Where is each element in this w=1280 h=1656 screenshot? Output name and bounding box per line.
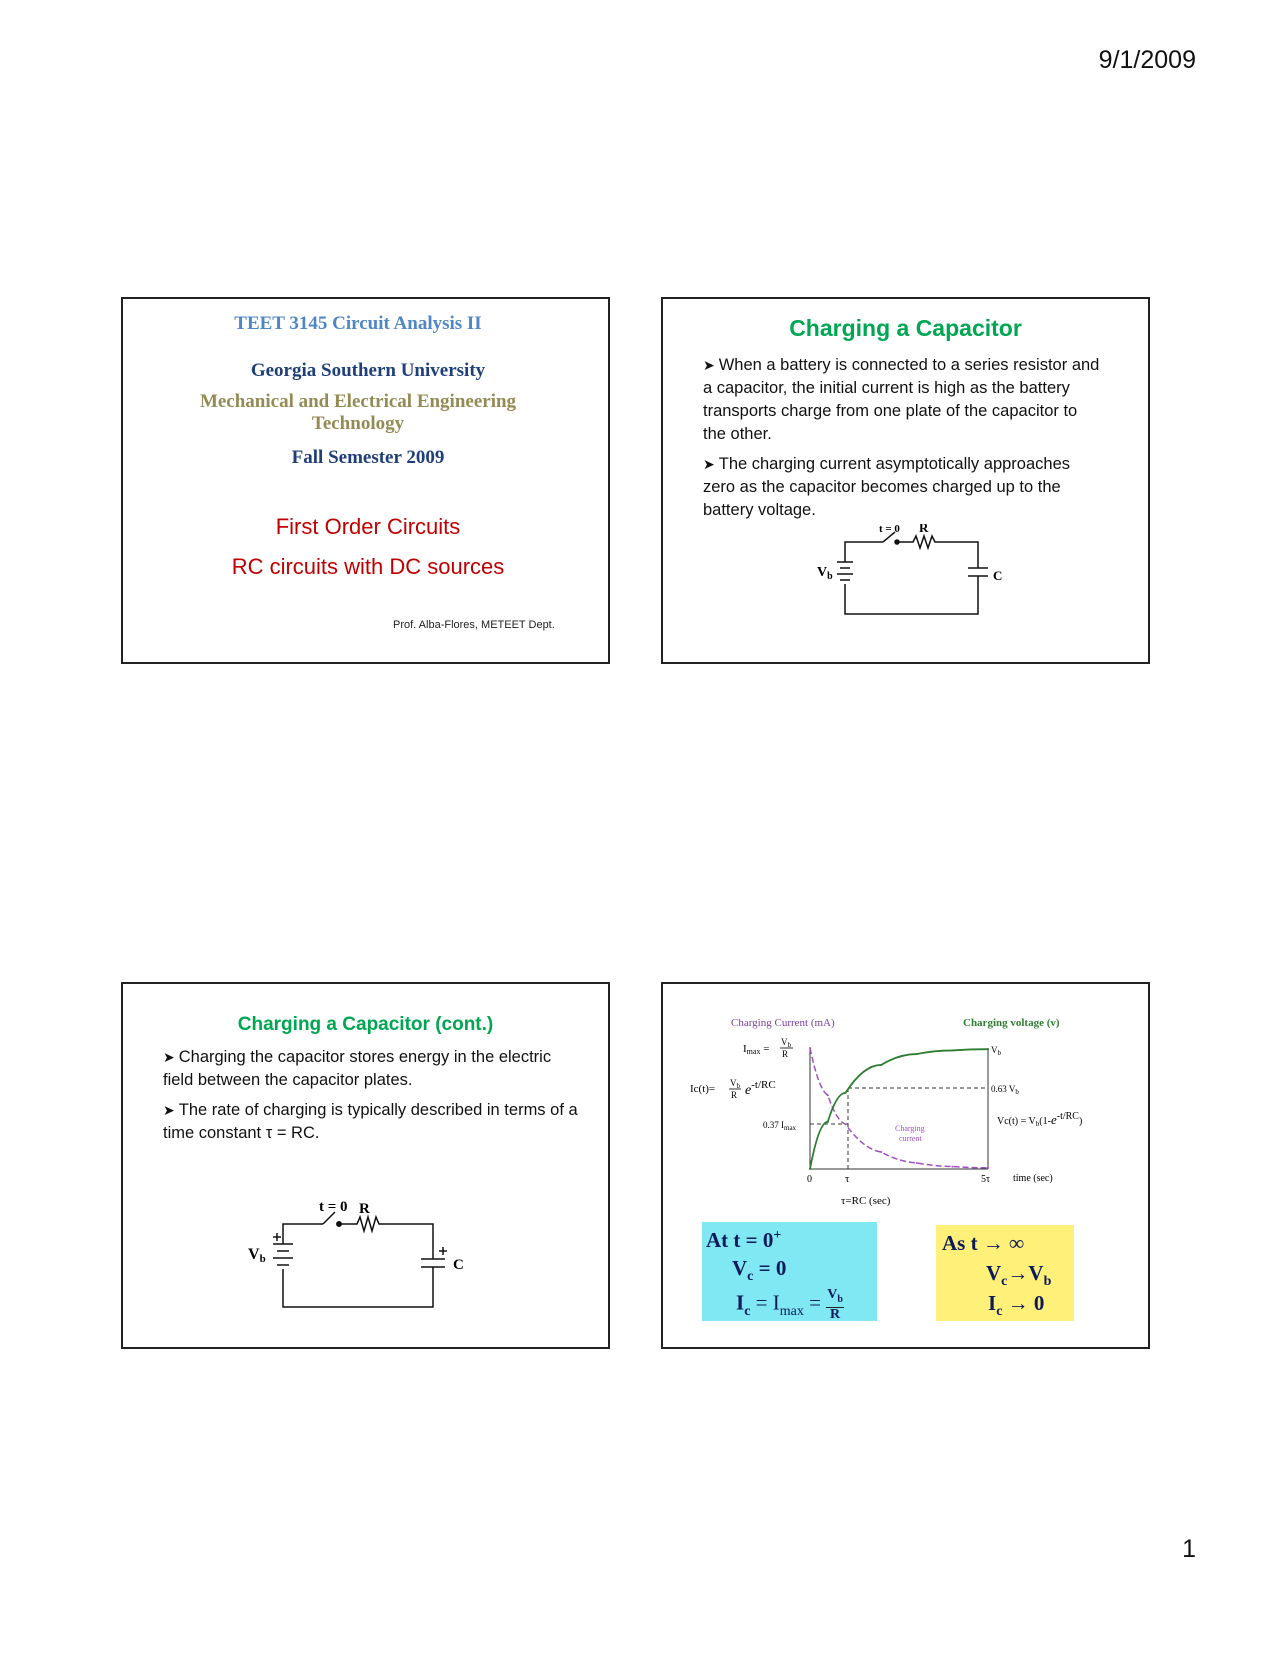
vc-label: Vc(t) = Vb(1-e-t/RC): [997, 1111, 1082, 1128]
x-axis-label: time (sec): [1013, 1173, 1053, 1184]
switch-label: t = 0: [879, 524, 900, 535]
rc-circuit-diagram: t = 0 R C Vb: [817, 524, 1002, 615]
slide-title: Charging a Capacitor: [789, 315, 1022, 341]
imax-frac-den: R: [782, 1049, 788, 1059]
voltage-point-4: [915, 1053, 918, 1056]
slide-charging-graphs: Charging Current (mA) Charging voltage (…: [661, 982, 1150, 1349]
slide-title-page: TEET 3145 Circuit Analysis II Georgia So…: [121, 297, 610, 664]
plus-sign: [439, 1247, 447, 1255]
voltage-point-1: [826, 1120, 829, 1123]
voltage-point-5: [951, 1049, 954, 1052]
voltage-point-6: [987, 1048, 989, 1051]
voltage-point-3: [880, 1063, 883, 1066]
topic-title: First Order Circuits: [275, 514, 461, 539]
chart-title-voltage: Charging voltage (v): [963, 1017, 1060, 1029]
charging-chart: Charging Current (mA) Charging voltage (…: [690, 1017, 1082, 1207]
switch-blade: [882, 531, 896, 543]
x-tick-tau: τ: [845, 1173, 850, 1185]
v063-label: 0.63 Vb: [991, 1084, 1019, 1096]
curve-label-line1: Charging: [895, 1124, 925, 1133]
battery-symbol: [837, 561, 853, 581]
professor-credit: Prof. Alba-Flores, METEET Dept.: [393, 619, 555, 631]
capacitor-symbol: [968, 567, 988, 577]
voltage-point-0: [809, 1168, 811, 1170]
bullet-item: ➤Charging the capacitor stores energy in…: [163, 1048, 552, 1089]
ic-frac-den: R: [731, 1090, 737, 1100]
switch-contact: [894, 539, 900, 545]
current-point-4: [915, 1161, 918, 1164]
university-name: Georgia Southern University: [250, 360, 486, 381]
slide-charging-capacitor-cont: Charging a Capacitor (cont.) ➤Charging t…: [121, 982, 610, 1349]
as-t-inf-line: As t → ∞: [942, 1231, 1025, 1255]
curve-label-line2: current: [899, 1134, 922, 1143]
resistor-symbol: [341, 1214, 434, 1259]
vc-zero-line: Vc = 0: [732, 1256, 787, 1285]
switch-label: t = 0: [319, 1199, 348, 1215]
bullet-list: ➤Charging the capacitor stores energy in…: [163, 1046, 583, 1152]
current-point-5: [951, 1165, 954, 1168]
slide-title: Charging a Capacitor (cont.): [237, 1014, 494, 1035]
final-conditions-box: As t → ∞ Vc→Vb Ic → 0: [936, 1225, 1074, 1321]
vb-label: Vb: [991, 1045, 1002, 1057]
switch-blade: [322, 1211, 336, 1225]
bullet-item: ➤When a battery is connected to a series…: [703, 356, 1100, 443]
i037-label: 0.37 Imax: [763, 1120, 797, 1132]
page-number: 1: [1182, 1535, 1196, 1563]
bullet-item: ➤The rate of charging is typically descr…: [163, 1101, 578, 1142]
vc-vb-line: Vc→Vb: [986, 1261, 1052, 1290]
ic-zero-line: Ic → 0: [988, 1291, 1045, 1320]
arrow-bullet-icon: ➤: [703, 456, 715, 472]
capacitor-symbol: [421, 1258, 445, 1268]
arrow-bullet-icon: ➤: [163, 1049, 175, 1065]
x-tick-5tau: 5τ: [981, 1174, 990, 1185]
ic-exp: e-t/RC: [745, 1079, 776, 1098]
imax-label: Imax =: [743, 1043, 769, 1056]
department-name: Mechanical and Electrical Engineering Te…: [199, 391, 517, 434]
chart-points: [809, 1047, 989, 1170]
resistor-label: R: [359, 1201, 370, 1217]
current-point-1: [826, 1094, 829, 1097]
bullet-list: ➤When a battery is connected to a series…: [703, 354, 1103, 529]
slide-charging-capacitor: Charging a Capacitor ➤When a battery is …: [661, 297, 1150, 664]
capacitor-label: C: [993, 568, 1002, 583]
battery-label: Vb: [817, 565, 833, 582]
resistor-label: R: [919, 524, 929, 535]
circuit-wire-bottom: [282, 1269, 434, 1308]
capacitor-label: C: [453, 1257, 464, 1273]
circuit-wire-left: [282, 1223, 323, 1244]
course-title: TEET 3145 Circuit Analysis II: [234, 313, 482, 334]
arrow-bullet-icon: ➤: [163, 1102, 175, 1118]
arrow-bullet-icon: ➤: [703, 357, 715, 373]
bullet-item: ➤The charging current asymptotically app…: [703, 455, 1070, 519]
voltage-curve: [809, 1048, 989, 1170]
current-point-3: [880, 1151, 883, 1154]
x-tick-0: 0: [807, 1174, 812, 1185]
topic-subtitle: RC circuits with DC sources: [231, 554, 505, 579]
chart-title-current: Charging Current (mA): [731, 1017, 835, 1029]
at-t0-line: At t = 0+: [706, 1228, 782, 1252]
rc-circuit-diagram: t = 0 R C Vb: [248, 1199, 464, 1308]
resistor-symbol: [899, 533, 979, 568]
voltage-point-2: [844, 1091, 847, 1094]
tau-label: τ=RC (sec): [841, 1195, 891, 1207]
imax-frac-num: Vb: [781, 1037, 792, 1049]
battery-label: Vb: [248, 1246, 266, 1265]
current-point-0: [809, 1047, 811, 1049]
semester: Fall Semester 2009: [291, 447, 445, 468]
circuit-wire-left: [844, 541, 883, 562]
plus-sign: [273, 1233, 281, 1241]
ic-frac-num: Vb: [730, 1078, 741, 1090]
ic-label: Ic(t)=: [690, 1083, 715, 1095]
current-curve: [809, 1047, 989, 1169]
battery-symbol: [273, 1243, 293, 1266]
current-point-2: [844, 1123, 847, 1126]
circuit-wire-bottom: [844, 584, 979, 615]
header-date: 9/1/2009: [1098, 46, 1196, 74]
current-point-6: [987, 1166, 989, 1169]
switch-contact: [336, 1221, 342, 1227]
